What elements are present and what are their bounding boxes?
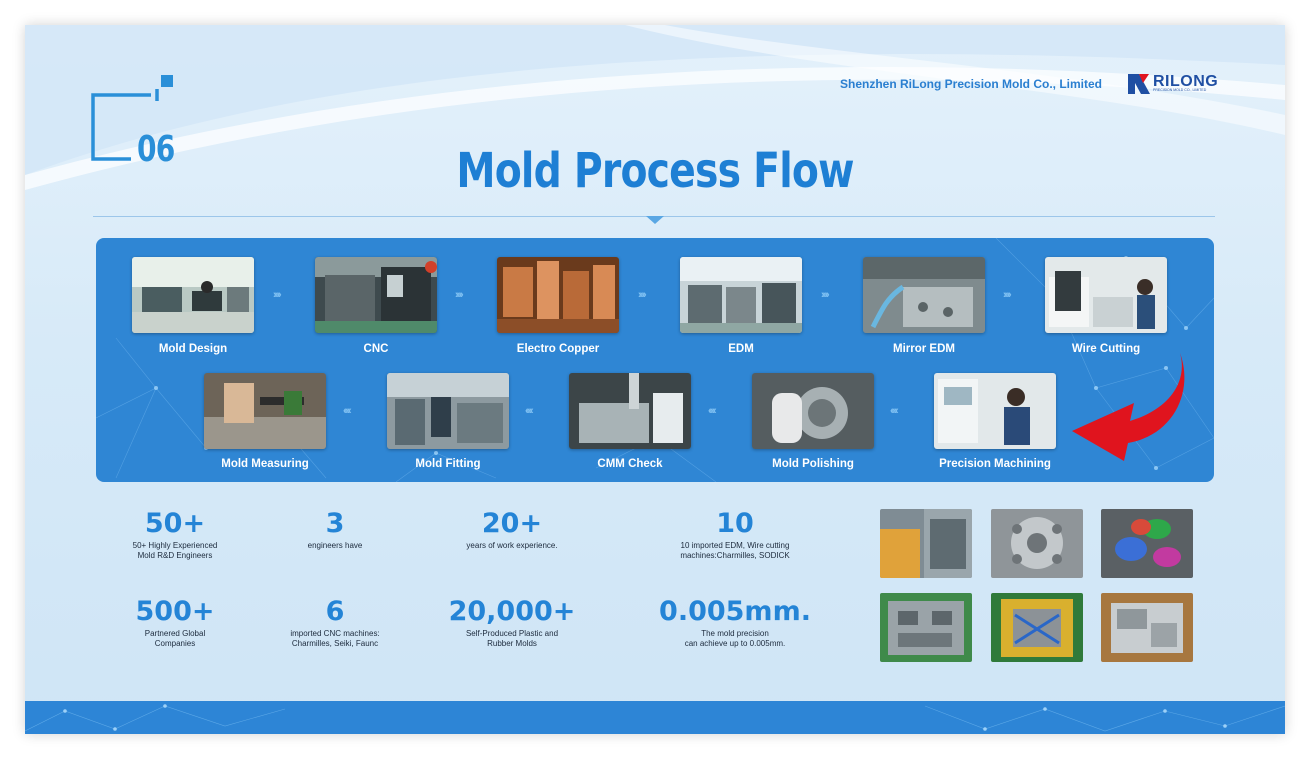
slide: 06 Shenzhen RiLong Precision Mold Co., L… xyxy=(25,25,1285,734)
step-label-cnc: CNC xyxy=(363,343,389,355)
chevron-left-icon: ‹‹‹‹ xyxy=(890,405,899,417)
step-electro-copper-photo xyxy=(497,257,619,333)
step-label-mirror-edm: Mirror EDM xyxy=(893,343,955,355)
chevron-right-icon: ›››› xyxy=(821,289,830,301)
stat-description: years of work experience. xyxy=(466,541,558,550)
stat-number: 500+ xyxy=(135,596,215,627)
section-corner-mark xyxy=(91,75,173,161)
step-label-mold-measuring: Mold Measuring xyxy=(221,458,309,470)
chevron-right-icon: ›››› xyxy=(455,289,464,301)
step-label-electro-copper: Electro Copper xyxy=(516,343,600,355)
stat-number: 20+ xyxy=(481,508,543,539)
stat-cnc-machines: 6 imported CNC machines: Charmilles, Sei… xyxy=(245,597,425,649)
background-swoosh xyxy=(25,25,1285,190)
stat-description: The mold precision can achieve up to 0.0… xyxy=(684,629,786,648)
footer-network-pattern xyxy=(25,704,1285,732)
stat-edm-machines: 10 10 imported EDM, Wire cutting machine… xyxy=(645,509,825,561)
stat-description: Self-Produced Plastic and Rubber Molds xyxy=(465,629,559,648)
stat-partners: 500+ Partnered Global Companies xyxy=(85,597,265,649)
step-wire-cutting-photo xyxy=(1045,257,1167,333)
stat-engineers: 50+ 50+ Highly Experienced Mold R&D Engi… xyxy=(85,509,265,561)
mold-photo-2 xyxy=(991,509,1083,578)
stat-years-experience: 20+ years of work experience. xyxy=(422,509,602,551)
chevron-left-icon: ‹‹‹‹ xyxy=(708,405,717,417)
stat-number: 20,000+ xyxy=(448,596,576,627)
footer-band xyxy=(25,701,1285,734)
step-edm-photo xyxy=(680,257,802,333)
step-mold-polishing-photo xyxy=(752,373,874,449)
mold-photo-1 xyxy=(880,509,972,578)
stat-description: 10 imported EDM, Wire cutting machines:C… xyxy=(680,541,790,560)
section-number: 06 xyxy=(137,129,175,170)
logo-subtext: PRECISION MOLD CO., LIMITED xyxy=(1153,88,1207,92)
chevron-right-icon: ›››› xyxy=(1003,289,1012,301)
page-title: Mold Process Flow xyxy=(456,143,854,199)
rilong-logo: RILONG PRECISION MOLD CO., LIMITED xyxy=(1127,73,1223,95)
step-label-edm: EDM xyxy=(728,343,754,355)
chevron-right-icon: ›››› xyxy=(273,289,282,301)
stat-description: imported CNC machines: Charmilles, Seiki… xyxy=(290,629,380,648)
stat-senior-engineers: 3 engineers have xyxy=(245,509,425,551)
chevron-right-icon: ›››› xyxy=(638,289,647,301)
title-divider-marker xyxy=(646,216,664,224)
chevron-left-icon: ‹‹‹‹ xyxy=(343,405,352,417)
stat-description: engineers have xyxy=(307,541,363,550)
mold-photo-4 xyxy=(880,593,972,662)
red-curved-arrow-icon xyxy=(1072,353,1185,461)
rilong-logo-icon xyxy=(1128,74,1150,94)
company-name: Shenzhen RiLong Precision Mold Co., Limi… xyxy=(840,77,1103,91)
stat-number: 10 xyxy=(716,508,754,539)
stat-description: Partnered Global Companies xyxy=(144,629,206,648)
stat-number: 6 xyxy=(325,596,345,627)
step-cnc-photo xyxy=(315,257,437,333)
stat-number: 50+ xyxy=(144,508,206,539)
stat-number: 3 xyxy=(325,508,345,539)
logo-text: RILONG xyxy=(1153,73,1219,90)
mold-photo-5 xyxy=(991,593,1083,662)
stat-molds-produced: 20,000+ Self-Produced Plastic and Rubber… xyxy=(422,597,602,649)
stat-number: 0.005mm. xyxy=(659,596,811,627)
chevron-left-icon: ‹‹‹‹ xyxy=(525,405,534,417)
step-precision-machining-photo xyxy=(934,373,1056,449)
step-mold-fitting-photo xyxy=(387,373,509,449)
step-mold-measuring-photo xyxy=(204,373,326,449)
stat-precision: 0.005mm. The mold precision can achieve … xyxy=(645,597,825,649)
step-mirror-edm-photo xyxy=(863,257,985,333)
step-cmm-check-photo xyxy=(569,373,691,449)
step-mold-design-photo xyxy=(132,257,254,333)
step-label-wire-cutting: Wire Cutting xyxy=(1071,343,1141,355)
mold-photo-6 xyxy=(1101,593,1193,662)
step-label-mold-fitting: Mold Fitting xyxy=(415,458,481,470)
stat-description: 50+ Highly Experienced Mold R&D Engineer… xyxy=(132,541,218,560)
step-label-mold-polishing: Mold Polishing xyxy=(772,458,854,470)
step-label-cmm-check: CMM Check xyxy=(597,458,663,470)
step-label-mold-design: Mold Design xyxy=(158,343,228,355)
step-label-precision-machining: Precision Machining xyxy=(939,458,1051,470)
mold-photo-3 xyxy=(1101,509,1193,578)
